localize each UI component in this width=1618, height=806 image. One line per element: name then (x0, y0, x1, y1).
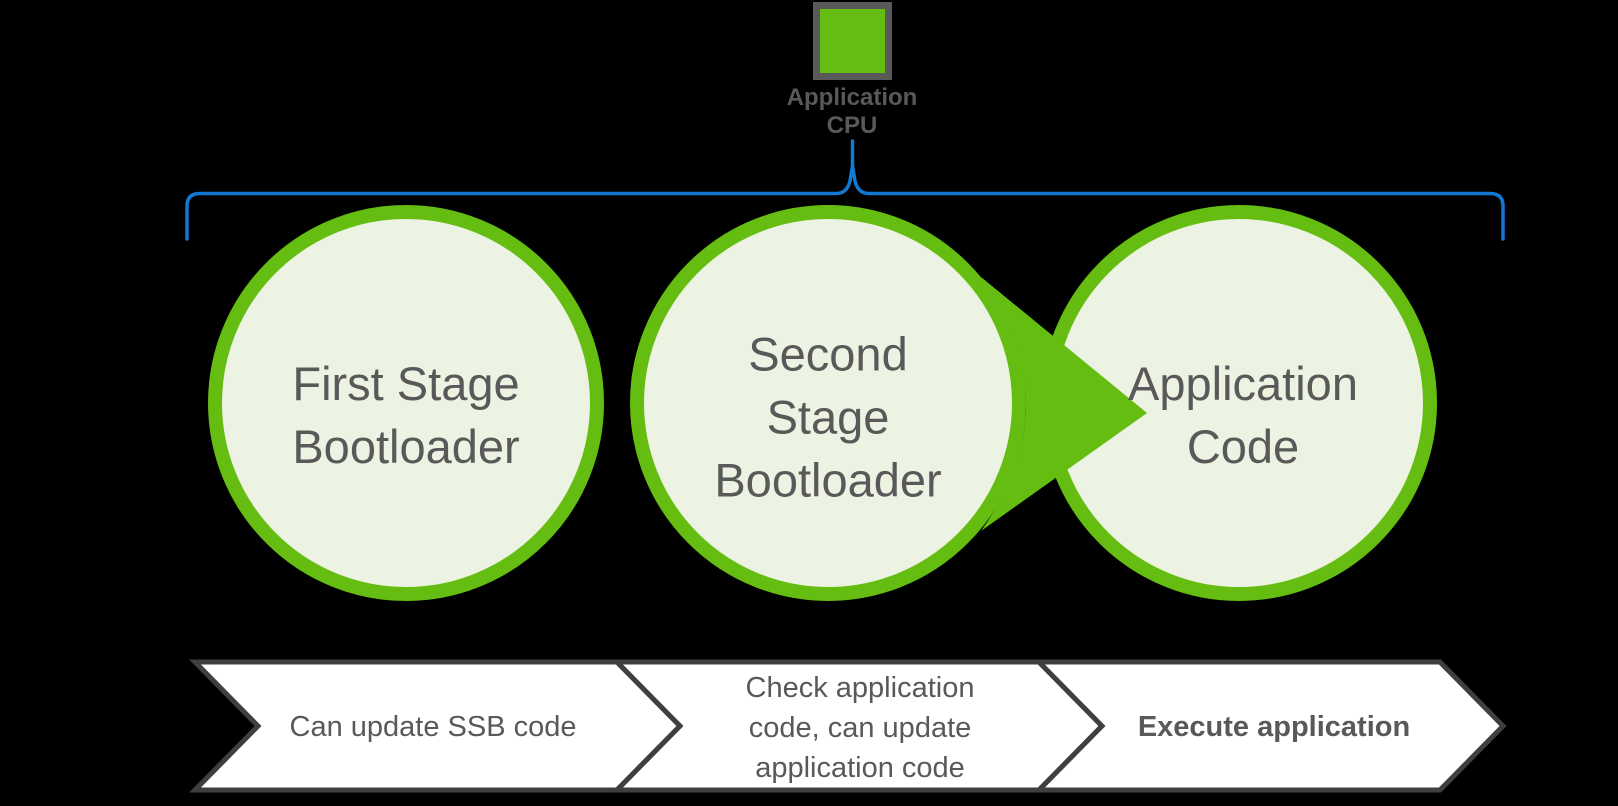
circle-first-stage-bootloader (208, 205, 604, 601)
chevron-step-1 (189, 659, 684, 793)
circle-second-stage-bootloader (630, 205, 1026, 601)
application-cpu-square-icon (813, 2, 892, 80)
chevron-step-3 (1033, 659, 1507, 793)
brace-icon (185, 165, 1505, 241)
flow-arrow-icon (981, 277, 1147, 531)
chevron-step-2 (611, 659, 1106, 793)
